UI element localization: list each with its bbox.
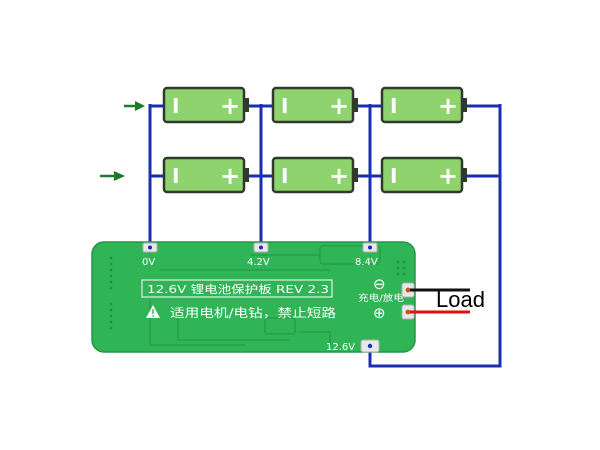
- balance-pads: [142, 242, 378, 253]
- battery-terminal-cap: [353, 168, 358, 182]
- battery-cells: I+I+I+I+I+I+: [162, 86, 467, 194]
- battery-positive-symbol: +: [329, 92, 349, 120]
- battery-negative-symbol: I: [172, 164, 179, 188]
- pad-label-0v: 0V: [142, 257, 155, 268]
- pad-label-4v2: 4.2V: [247, 257, 270, 268]
- battery-negative-symbol: I: [281, 164, 288, 188]
- protection-board: 0V 4.2V 8.4V 12.6V 锂电池保护板 REV 2.3 适用电机/电…: [91, 241, 416, 353]
- input-arrows: [100, 101, 145, 181]
- battery-cell: I+: [271, 156, 358, 194]
- battery-negative-symbol: I: [390, 94, 397, 118]
- pcb-title-box: [141, 279, 333, 298]
- wire-12v6: [368, 104, 502, 368]
- battery-negative-symbol: I: [172, 94, 179, 118]
- battery-cell: I+: [380, 86, 467, 124]
- battery-positive-symbol: +: [220, 92, 240, 120]
- battery-cell: I+: [271, 86, 358, 124]
- battery-terminal-cap: [462, 168, 467, 182]
- charge-discharge-label: 充电/放电: [358, 292, 404, 304]
- pcb-pin-dots: [109, 256, 406, 330]
- pad-label-12v6: 12.6V: [326, 342, 355, 353]
- battery-positive-symbol: +: [329, 162, 349, 190]
- battery-cell: I+: [162, 86, 249, 124]
- battery-terminal-cap: [244, 98, 249, 112]
- battery-terminal-cap: [353, 98, 358, 112]
- pcb-title: 12.6V 锂电池保护板 REV 2.3: [147, 282, 329, 296]
- battery-negative-symbol: I: [390, 164, 397, 188]
- battery-negative-symbol: I: [281, 94, 288, 118]
- battery-positive-symbol: +: [438, 162, 458, 190]
- plus-symbol: ⊕: [373, 304, 386, 322]
- input-arrow: [100, 171, 125, 181]
- battery-terminal-cap: [244, 168, 249, 182]
- battery-cell: I+: [162, 156, 249, 194]
- load-label: Load: [436, 287, 485, 312]
- warning-text: 适用电机/电钻，禁止短路: [170, 305, 336, 320]
- battery-positive-symbol: +: [220, 162, 240, 190]
- warning-triangle-icon: [146, 305, 160, 318]
- minus-symbol: ⊖: [373, 275, 386, 293]
- pad-label-8v4: 8.4V: [355, 257, 378, 268]
- battery-positive-symbol: +: [438, 92, 458, 120]
- battery-cell: I+: [380, 156, 467, 194]
- input-arrow: [124, 101, 145, 111]
- load-wires: [410, 288, 470, 314]
- battery-terminal-cap: [462, 98, 467, 112]
